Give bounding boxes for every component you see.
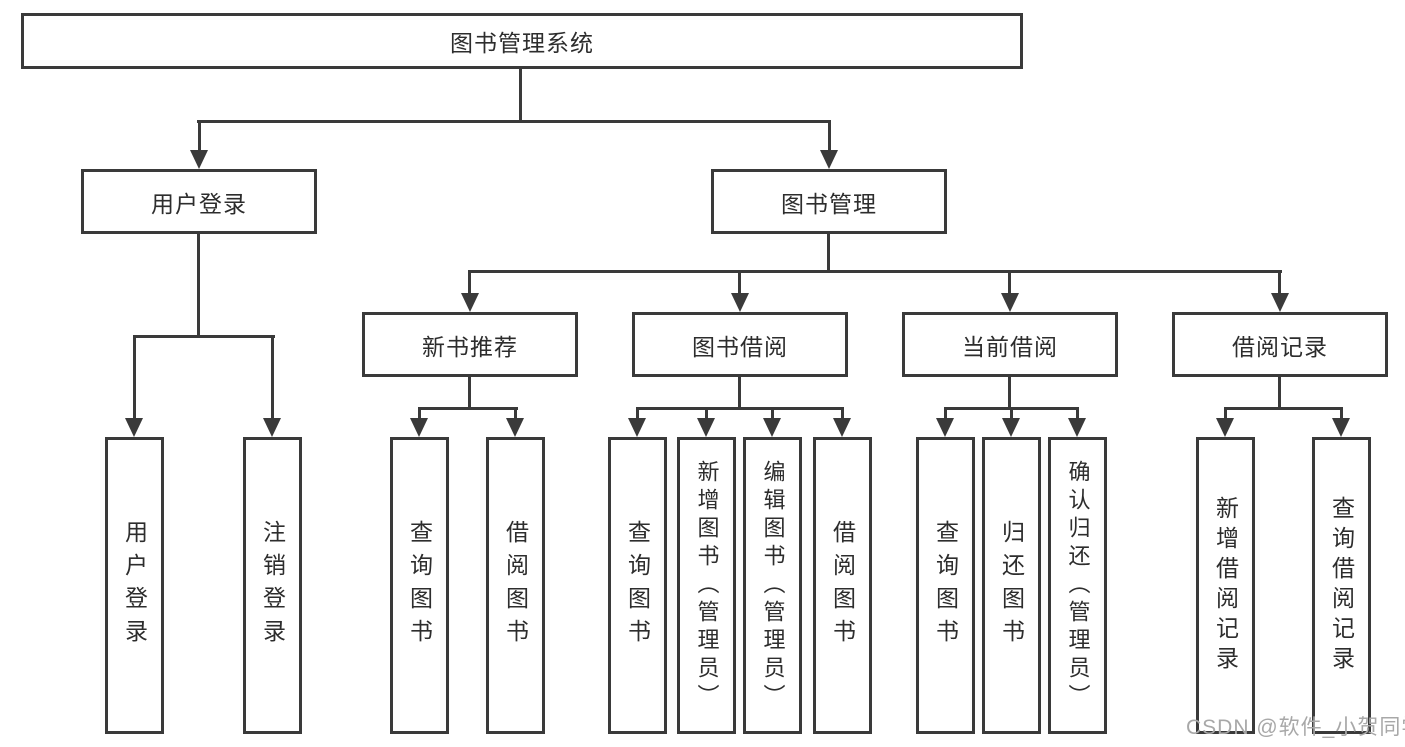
connector-line	[468, 377, 471, 410]
arrow-down-icon	[1001, 293, 1019, 312]
connector-line	[418, 407, 518, 410]
arrow-down-icon	[1216, 418, 1234, 437]
leaf-user-login: 用户登录	[105, 437, 164, 734]
arrow-down-icon	[731, 293, 749, 312]
connector-line	[271, 335, 274, 420]
connector-line	[1008, 377, 1011, 410]
connector-line	[1010, 407, 1013, 420]
connector-line	[418, 407, 421, 420]
connector-line	[1224, 407, 1227, 420]
connector-line	[1224, 407, 1343, 410]
arrow-down-icon	[936, 418, 954, 437]
connector-line	[197, 120, 831, 123]
connector-line	[1278, 377, 1281, 410]
leaf-borrow-books-borrowing: 借阅图书	[813, 437, 872, 734]
connector-line	[771, 407, 774, 420]
connector-line	[197, 234, 200, 338]
connector-line	[1278, 270, 1281, 296]
node-current-borrowing: 当前借阅	[902, 312, 1118, 377]
arrow-down-icon	[410, 418, 428, 437]
leaf-query-books-recommend: 查询图书	[390, 437, 449, 734]
arrow-down-icon	[763, 418, 781, 437]
node-new-book-recommendation: 新书推荐	[362, 312, 578, 377]
connector-line	[198, 120, 201, 152]
connector-line	[738, 270, 741, 296]
leaf-return-books: 归还图书	[982, 437, 1041, 734]
leaf-borrow-books-recommend: 借阅图书	[486, 437, 545, 734]
connector-line	[468, 270, 471, 296]
connector-line	[636, 407, 639, 420]
connector-line	[133, 335, 275, 338]
leaf-query-books-current: 查询图书	[916, 437, 975, 734]
leaf-edit-books-admin: 编辑图书（管理员）	[743, 437, 802, 734]
connector-line	[1076, 407, 1079, 420]
connector-line	[1340, 407, 1343, 420]
leaf-confirm-return-admin: 确认归还（管理员）	[1048, 437, 1107, 734]
node-borrowing-records: 借阅记录	[1172, 312, 1388, 377]
connector-line	[827, 234, 830, 273]
watermark: CSDN @软件_小贺同学	[1186, 716, 1405, 739]
connector-line	[738, 377, 741, 410]
arrow-down-icon	[1002, 418, 1020, 437]
arrow-down-icon	[1332, 418, 1350, 437]
arrow-down-icon	[833, 418, 851, 437]
node-book-management: 图书管理	[711, 169, 947, 234]
arrow-down-icon	[697, 418, 715, 437]
node-library-system: 图书管理系统	[21, 13, 1023, 69]
leaf-query-books-borrowing: 查询图书	[608, 437, 667, 734]
connector-line	[636, 407, 844, 410]
connector-line	[828, 120, 831, 152]
arrow-down-icon	[628, 418, 646, 437]
connector-line	[841, 407, 844, 420]
node-book-borrowing: 图书借阅	[632, 312, 848, 377]
arrow-down-icon	[190, 150, 208, 169]
connector-line	[468, 270, 1282, 273]
arrow-down-icon	[820, 150, 838, 169]
connector-line	[519, 69, 522, 120]
arrow-down-icon	[263, 418, 281, 437]
connector-line	[1008, 270, 1011, 296]
node-user-login: 用户登录	[81, 169, 317, 234]
leaf-add-books-admin: 新增图书（管理员）	[677, 437, 736, 734]
arrow-down-icon	[506, 418, 524, 437]
connector-line	[133, 335, 136, 420]
leaf-logout: 注销登录	[243, 437, 302, 734]
connector-line	[705, 407, 708, 420]
arrow-down-icon	[1068, 418, 1086, 437]
leaf-add-borrow-record: 新增借阅记录	[1196, 437, 1255, 734]
connector-line	[944, 407, 947, 420]
arrow-down-icon	[461, 293, 479, 312]
arrow-down-icon	[1271, 293, 1289, 312]
leaf-query-borrow-record: 查询借阅记录	[1312, 437, 1371, 734]
connector-line	[514, 407, 517, 420]
arrow-down-icon	[125, 418, 143, 437]
